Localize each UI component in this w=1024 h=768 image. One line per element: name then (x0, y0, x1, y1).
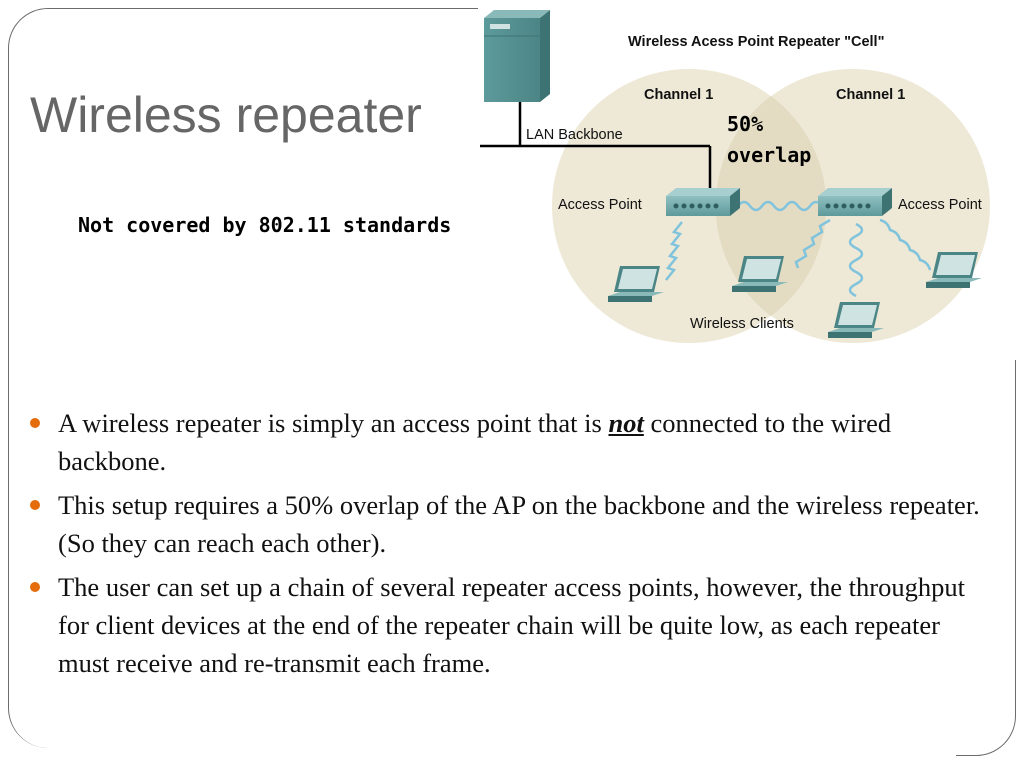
laptop-icon (732, 256, 788, 292)
bullet-text-after: connected to the wired backbone. (58, 408, 892, 476)
overlap-label-line1: 50% (727, 112, 763, 136)
bullet-dot-icon (30, 500, 40, 510)
wireless-link-left-client (665, 221, 683, 281)
access-point-left-icon (666, 188, 740, 216)
access-point-right-label: Access Point (898, 197, 982, 213)
access-point-right-icon (818, 188, 892, 216)
wireless-link-right-client (879, 218, 932, 271)
bullet-text: The user can set up a chain of several r… (58, 572, 965, 678)
bullet-list: A wireless repeater is simply an access … (30, 404, 980, 688)
channel-right-label: Channel 1 (836, 87, 905, 103)
bullet-text: This setup requires a 50% overlap of the… (58, 490, 980, 558)
bullet-item: This setup requires a 50% overlap of the… (30, 486, 980, 562)
repeater-diagram: LAN Backbone Wireless Acess Point Repeat… (480, 10, 990, 343)
overlap-label-line2: overlap (727, 143, 811, 167)
wireless-link-bottom-client (848, 222, 864, 298)
slide-frame-left (8, 8, 478, 748)
diagram-title: Wireless Acess Point Repeater "Cell" (628, 34, 884, 50)
bullet-emphasis: not (608, 408, 644, 438)
laptop-icon (926, 252, 982, 288)
channel-left-label: Channel 1 (644, 87, 713, 103)
slide-subtitle: Not covered by 802.11 standards (78, 213, 452, 237)
server-icon (484, 10, 550, 102)
bullet-item: A wireless repeater is simply an access … (30, 404, 980, 480)
access-point-left-label: Access Point (558, 197, 642, 213)
bullet-text-before: A wireless repeater is simply an access … (58, 408, 609, 438)
lan-backbone-label: LAN Backbone (526, 127, 623, 143)
laptop-icon (828, 302, 884, 338)
laptop-icon (608, 266, 664, 302)
bullet-item: The user can set up a chain of several r… (30, 568, 980, 682)
wireless-clients-label: Wireless Clients (690, 316, 794, 332)
wireless-link-mid-client (794, 218, 831, 269)
bullet-dot-icon (30, 582, 40, 592)
slide-title: Wireless repeater (30, 87, 422, 143)
bullet-dot-icon (30, 418, 40, 428)
